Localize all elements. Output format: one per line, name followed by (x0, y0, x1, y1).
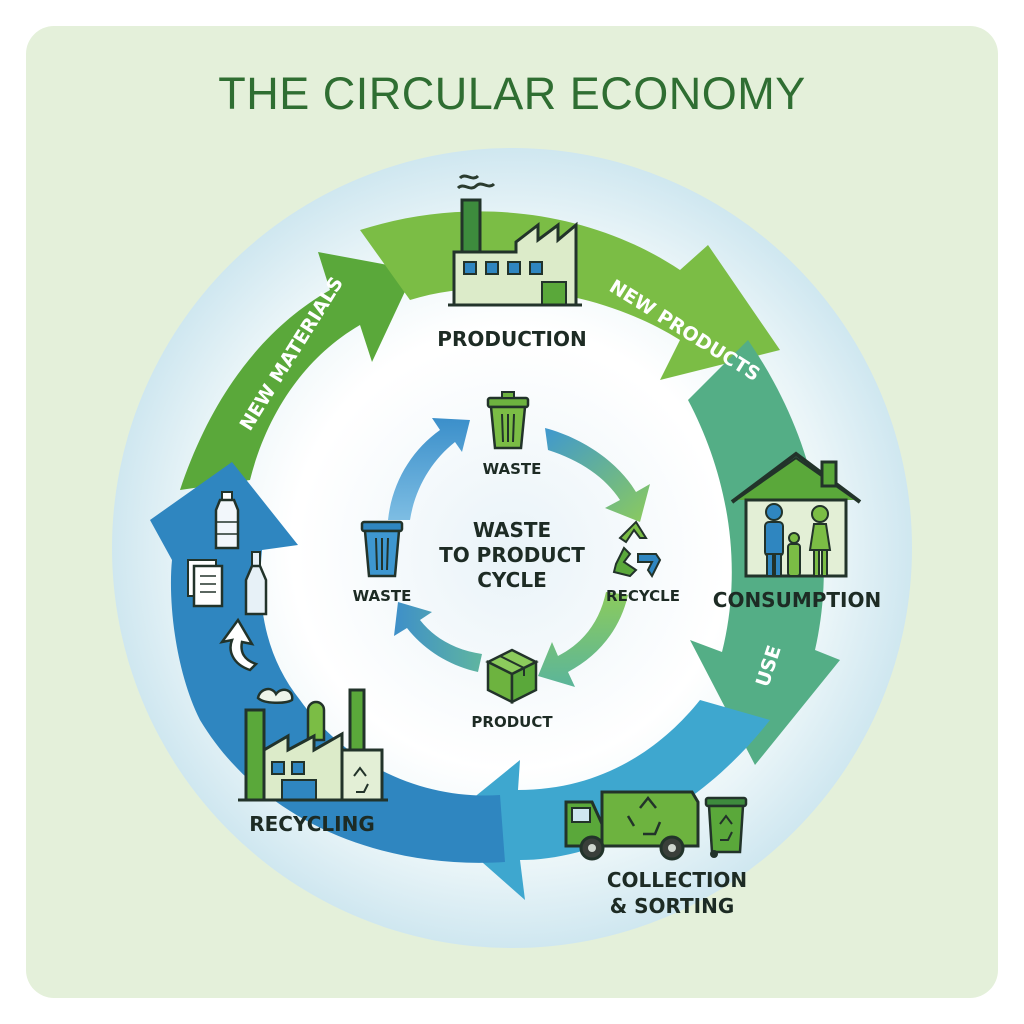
inner-node-recycle-label: RECYCLE (606, 587, 680, 605)
glass-bottle-icon (244, 551, 268, 616)
curved-up-arrow-icon (219, 617, 259, 672)
waste-bin-left-icon (360, 520, 404, 578)
stage-sorting-label: & SORTING (610, 894, 735, 918)
house-family-icon (730, 451, 862, 578)
stage-production-label: PRODUCTION (437, 327, 586, 351)
inner-arrow-waste-to-recycle (545, 428, 650, 522)
garbage-truck-icon (564, 790, 700, 861)
inner-circle (297, 340, 727, 770)
inner-node-product-label: PRODUCT (471, 713, 553, 731)
factory-icon (448, 174, 582, 307)
paper-documents-icon (187, 559, 224, 608)
stage-recycling-label: RECYCLING (249, 812, 375, 836)
center-title-line1: WASTE (473, 518, 551, 542)
inner-arrow-waste-to-waste (388, 418, 470, 520)
stage-consumption-label: CONSUMPTION (713, 588, 881, 612)
plastic-bottle-icon (214, 491, 240, 550)
recycle-bin-icon (704, 796, 748, 858)
inner-arrow-recycle-to-product (538, 592, 628, 687)
product-box-icon (485, 648, 539, 705)
recycling-plant-icon (238, 687, 388, 802)
stage-collection-label: COLLECTION (607, 868, 747, 892)
center-title-line3: CYCLE (477, 568, 547, 592)
new-materials-arrow (180, 252, 415, 490)
center-title-line2: TO PRODUCT (439, 543, 585, 567)
recycle-symbol-icon (612, 520, 662, 578)
recycling-arrow (150, 462, 505, 863)
inner-node-waste-top-label: WASTE (483, 460, 542, 478)
inner-arrow-product-to-waste (394, 602, 482, 672)
waste-bin-top-icon (486, 391, 530, 450)
inner-node-waste-left-label: WASTE (353, 587, 412, 605)
diagram-title: THE CIRCULAR ECONOMY (218, 68, 806, 119)
